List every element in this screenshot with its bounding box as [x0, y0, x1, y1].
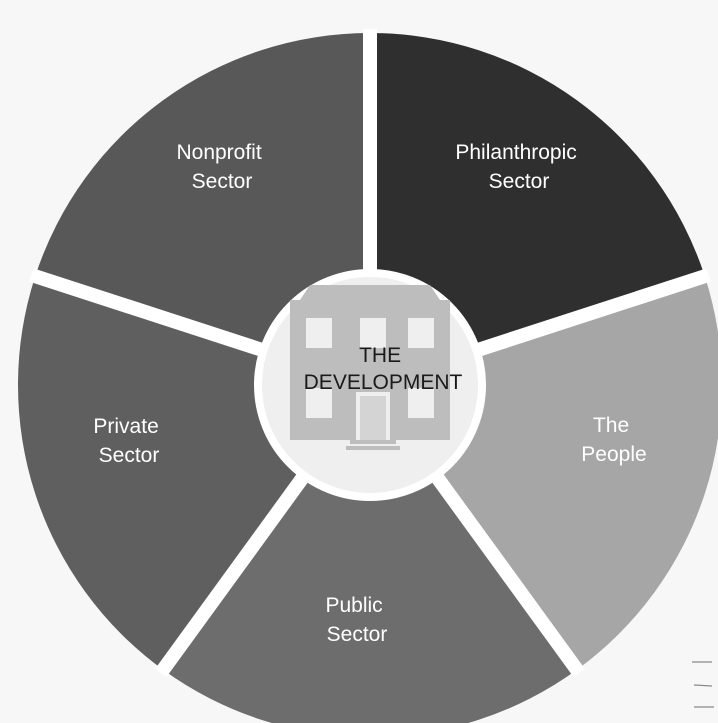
segment-the-people — [433, 276, 718, 670]
label-philanthropic-line-1: Philanthropic — [455, 141, 576, 164]
label-philanthropic-sector: Philanthropic Sector — [455, 141, 582, 193]
segment-divider — [29, 268, 274, 360]
label-nonprofit-sector: Nonprofit Sector — [176, 141, 267, 193]
center-label-line-2: DEVELOPMENT — [304, 371, 463, 394]
label-private-line-1: Private — [93, 415, 158, 438]
center-label: THE DEVELOPMENT — [304, 344, 463, 394]
segment-nonprofit-sector — [35, 33, 370, 352]
label-public-sector: Public Sector — [325, 594, 388, 646]
building-icon — [290, 285, 450, 450]
scan-marks — [692, 661, 714, 708]
label-public-line-1: Public — [325, 594, 382, 617]
segment-divider — [155, 465, 315, 678]
label-private-sector: Private Sector — [93, 415, 164, 467]
label-public-line-2: Sector — [327, 623, 388, 646]
label-the-people-line-2: People — [581, 443, 646, 466]
center-label-line-1: THE — [359, 344, 401, 367]
segment-dividers — [29, 29, 711, 678]
label-nonprofit-line-2: Sector — [192, 170, 253, 193]
segment-philanthropic-sector — [370, 33, 705, 352]
label-private-line-2: Sector — [99, 444, 160, 467]
segment-divider — [466, 268, 711, 360]
label-nonprofit-line-1: Nonprofit — [176, 141, 261, 164]
label-philanthropic-line-2: Sector — [489, 170, 550, 193]
label-the-people-line-1: The — [593, 414, 629, 437]
label-the-people: The People — [581, 414, 646, 466]
segment-divider — [425, 465, 585, 678]
